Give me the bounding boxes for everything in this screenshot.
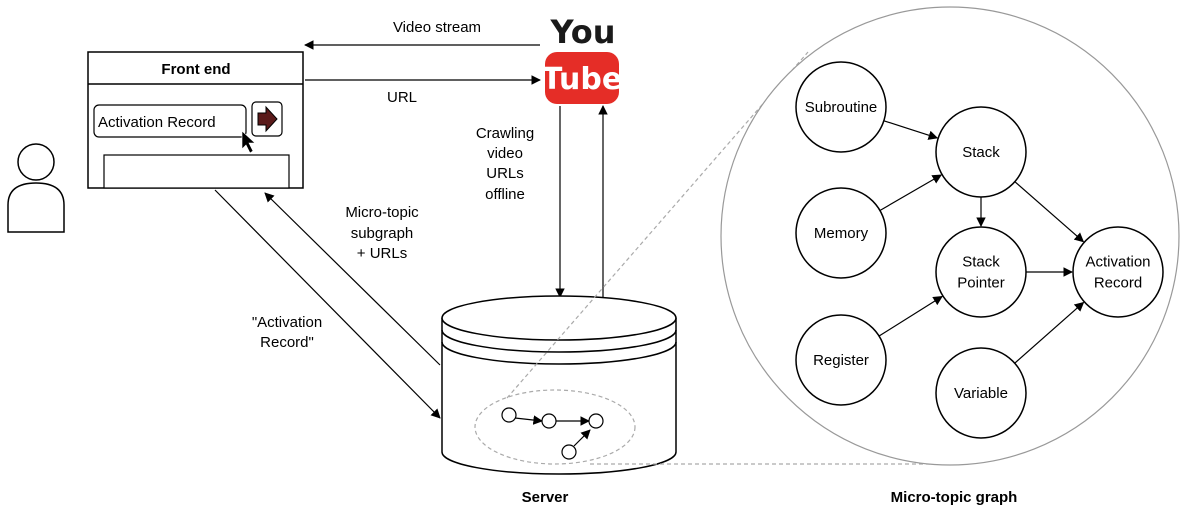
server-label: Server — [522, 489, 569, 506]
microtopic-label: Micro-topic subgraph + URLs — [345, 204, 419, 262]
user-icon — [7, 143, 65, 233]
graph-edge-subroutine-to-stack — [883, 120, 939, 140]
graph-node-label: Activation — [1085, 254, 1150, 271]
graph-edge-memory-to-stack — [879, 174, 943, 211]
graph-node-register: Register — [795, 314, 887, 406]
graph-edges — [878, 120, 1085, 364]
graph-node-variable: Variable — [935, 347, 1027, 439]
microtopic-arrow — [264, 192, 441, 366]
query-label: "Activation Record" — [252, 314, 322, 351]
results-box — [103, 154, 290, 189]
graph-node-label: Register — [813, 352, 869, 369]
server-database — [441, 295, 677, 475]
query-arrow — [214, 189, 441, 419]
search-input-value: Activation Record — [98, 114, 216, 131]
youtube-logo-tube: Tube — [542, 62, 622, 97]
graph-node-label: Record — [1094, 275, 1142, 292]
svg-text:video: video — [487, 145, 523, 162]
graph-node-memory: Memory — [795, 187, 887, 279]
graph-edge-variable-to-activation-record — [1014, 301, 1085, 364]
svg-text:subgraph: subgraph — [351, 225, 414, 242]
video-stream-label: Video stream — [393, 19, 481, 36]
mouse-cursor-icon — [241, 130, 256, 154]
svg-text:Micro-topic: Micro-topic — [345, 204, 419, 221]
mini-graph — [501, 407, 604, 460]
svg-text:Record": Record" — [260, 334, 314, 351]
subgraph-region — [474, 389, 636, 465]
svg-text:+ URLs: + URLs — [357, 245, 407, 262]
frontend-window: Front end Activation Record — [87, 51, 304, 189]
right-arrow-icon — [257, 105, 278, 133]
svg-text:offline: offline — [485, 186, 525, 203]
youtube-logo: You Tube — [542, 13, 622, 104]
graph-edge-register-to-stack-pointer — [878, 295, 943, 337]
graph-node-label: Pointer — [957, 275, 1005, 292]
graph-node-label: Variable — [954, 385, 1008, 402]
svg-text:Crawling: Crawling — [476, 125, 534, 142]
graph-edge-stack-to-activation-record — [1014, 181, 1085, 243]
graph-nodes: SubroutineStackMemoryStackPointerActivat… — [795, 61, 1164, 439]
svg-text:URLs: URLs — [486, 165, 524, 182]
search-input[interactable] — [93, 104, 247, 138]
url-label: URL — [387, 89, 417, 106]
graph-node-stack: Stack — [935, 106, 1027, 198]
graph-node-label: Stack — [962, 144, 1000, 161]
microtopic-graph-label: Micro-topic graph — [891, 489, 1018, 506]
graph-node-label: Memory — [814, 225, 869, 242]
youtube-logo-you: You — [550, 13, 616, 51]
go-button[interactable] — [251, 101, 283, 137]
graph-node-subroutine: Subroutine — [795, 61, 887, 153]
frontend-title: Front end — [161, 61, 230, 78]
graph-node-label: Stack — [962, 254, 1000, 271]
crawling-label: Crawling video URLs offline — [476, 125, 534, 203]
graph-node-label: Subroutine — [805, 99, 878, 116]
svg-text:"Activation: "Activation — [252, 314, 322, 331]
